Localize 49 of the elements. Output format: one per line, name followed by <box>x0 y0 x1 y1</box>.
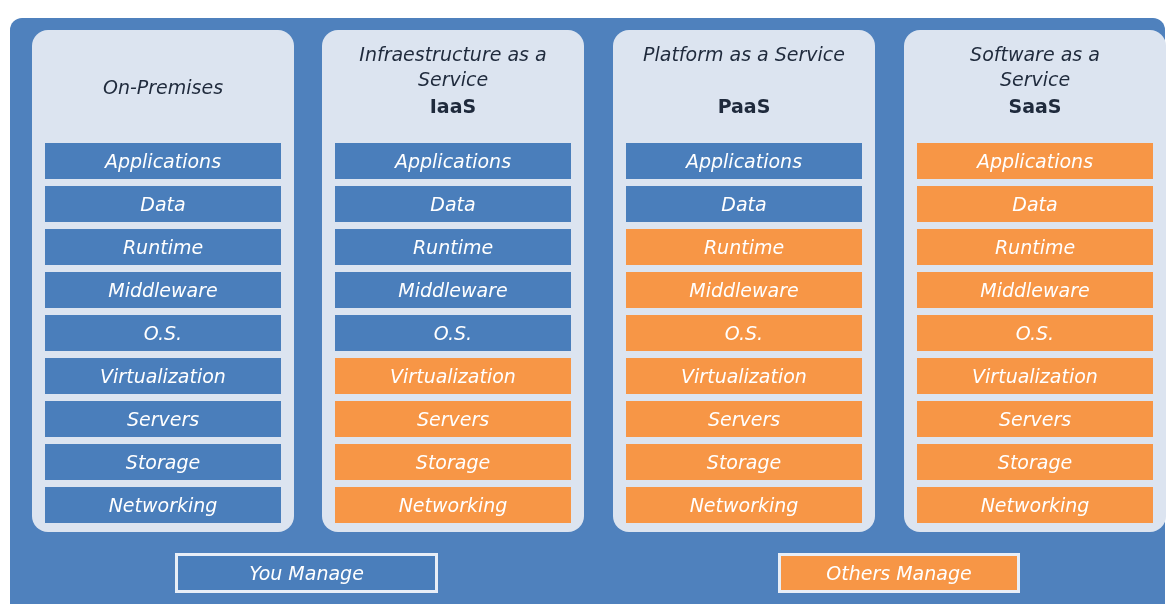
column-title: On-Premises <box>101 75 225 100</box>
stack-layer: Servers <box>45 401 281 437</box>
stack-layer: Middleware <box>917 272 1153 308</box>
column-panel <box>613 30 875 532</box>
stack-layer: Applications <box>917 143 1153 179</box>
stack-layer: Applications <box>626 143 862 179</box>
stack-layer: Networking <box>45 487 281 523</box>
stack-layer: Virtualization <box>335 358 571 394</box>
stack-layer: Applications <box>335 143 571 179</box>
stack-layer: O.S. <box>335 315 571 351</box>
stack-layer: Data <box>917 186 1153 222</box>
stack-layer: Networking <box>917 487 1153 523</box>
stack-layer: Servers <box>917 401 1153 437</box>
stack-layer: Virtualization <box>917 358 1153 394</box>
column-abbreviation: IaaS <box>428 94 478 119</box>
stack-layer: Storage <box>335 444 571 480</box>
legend-label: Others Manage <box>826 562 972 584</box>
legend-label: You Manage <box>249 562 364 584</box>
stack-layer: O.S. <box>626 315 862 351</box>
stack-layer: Storage <box>917 444 1153 480</box>
column-title: Platform as a Service <box>642 42 846 67</box>
stack-layer: Middleware <box>626 272 862 308</box>
stack-layer: Data <box>335 186 571 222</box>
stack-layer: O.S. <box>917 315 1153 351</box>
stack-layer: Storage <box>626 444 862 480</box>
column-title: Software as a Service <box>969 42 1101 92</box>
stack-layer: Storage <box>45 444 281 480</box>
stack-layer: O.S. <box>45 315 281 351</box>
stack-layer: Virtualization <box>45 358 281 394</box>
column-panel <box>904 30 1166 532</box>
stack-layer: Middleware <box>45 272 281 308</box>
column-abbreviation: PaaS <box>716 94 772 119</box>
stack-layer: Middleware <box>335 272 571 308</box>
column-title: Infraestructure as a Service <box>358 42 548 92</box>
stack-layer: Networking <box>335 487 571 523</box>
stack-layer: Servers <box>335 401 571 437</box>
stack-layer: Runtime <box>917 229 1153 265</box>
stack-layer: Data <box>626 186 862 222</box>
stack-layer: Servers <box>626 401 862 437</box>
stack-layer: Applications <box>45 143 281 179</box>
column-panel <box>322 30 584 532</box>
stack-layer: Data <box>45 186 281 222</box>
stack-layer: Runtime <box>335 229 571 265</box>
column-abbreviation: SaaS <box>1007 94 1063 119</box>
stack-layer: Virtualization <box>626 358 862 394</box>
column-panel <box>32 30 294 532</box>
stack-layer: Runtime <box>45 229 281 265</box>
stack-layer: Runtime <box>626 229 862 265</box>
stack-layer: Networking <box>626 487 862 523</box>
